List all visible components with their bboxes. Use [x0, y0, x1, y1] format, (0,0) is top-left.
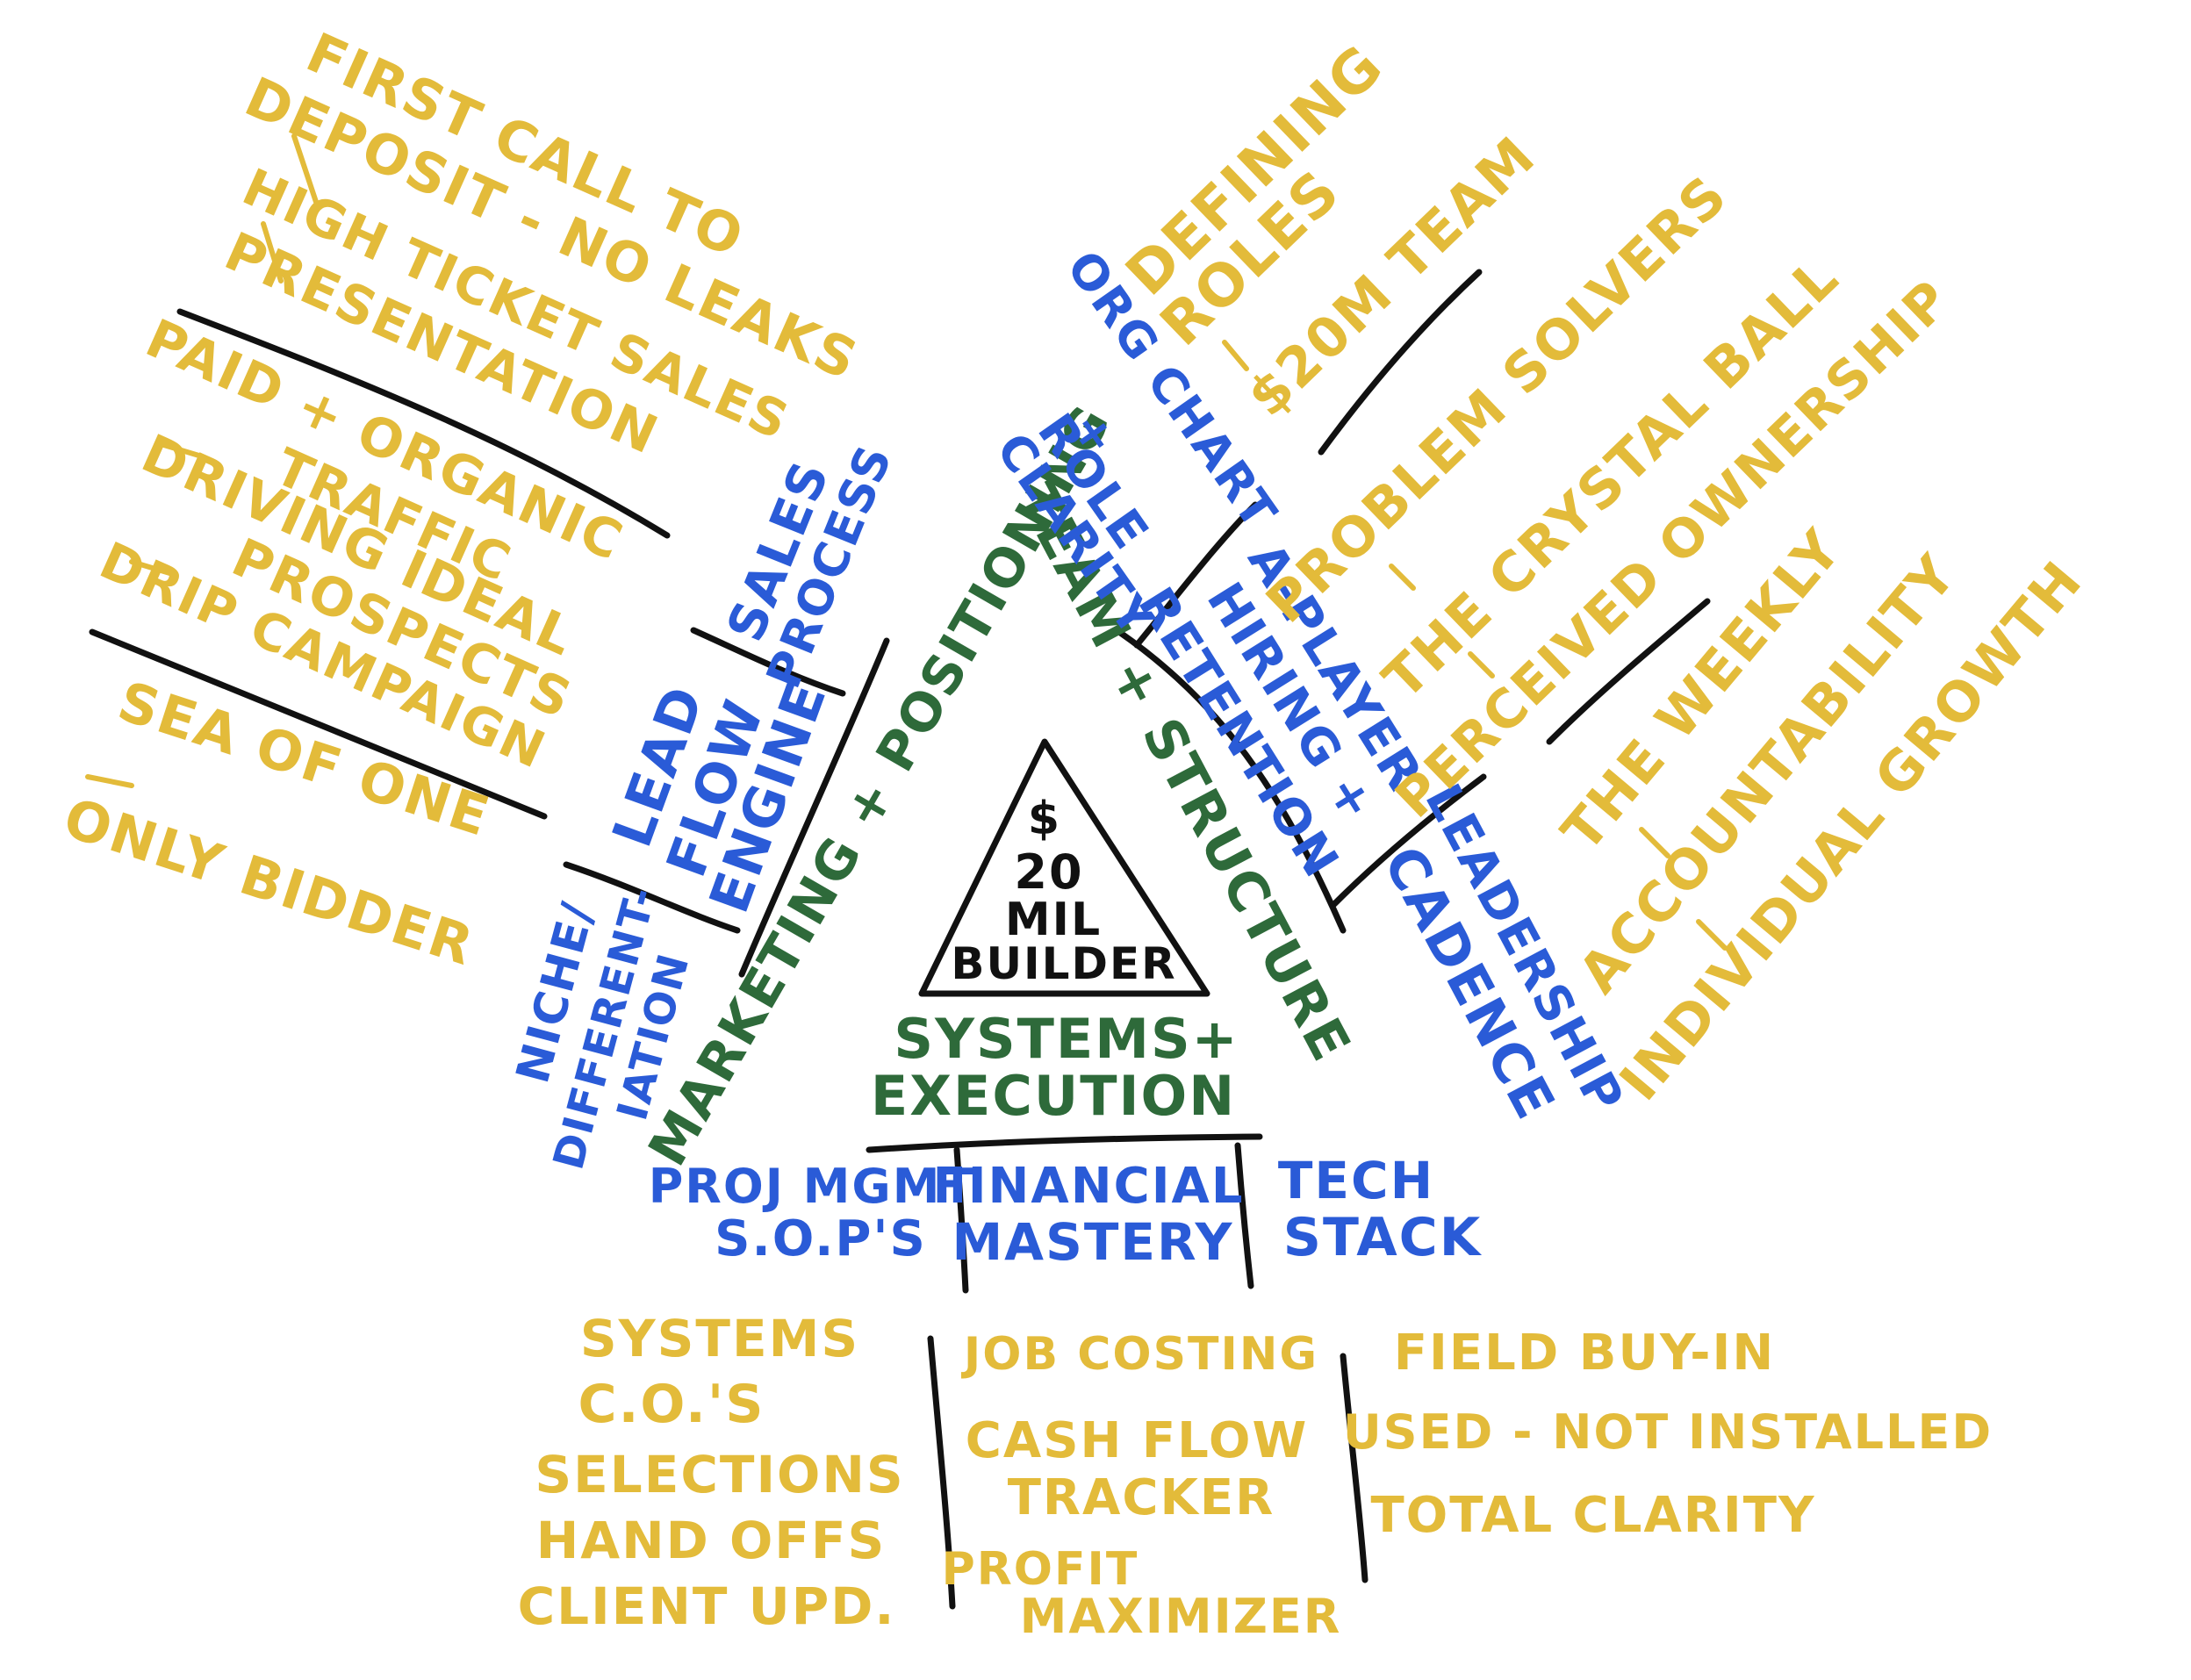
detail-tech-1: FIELD BUY-IN: [1394, 1325, 1775, 1382]
detail-financial-4: PROFIT: [942, 1543, 1139, 1596]
detail-financial-5: MAXIMIZER: [1020, 1589, 1342, 1644]
detail-financial-2: CASH FLOW: [966, 1412, 1308, 1469]
tick-aplayer-2: [1468, 651, 1495, 678]
tick-sales-2: [261, 221, 284, 284]
divider-aplayer-detail: [1546, 598, 1711, 745]
core-line-3: BUILDER: [951, 938, 1176, 989]
detail-projmgmt-4: HAND OFFS: [536, 1511, 887, 1570]
divider-lead-niche: [563, 861, 741, 934]
tick-aplayer-1: [1389, 564, 1416, 591]
divider-marketing-left: [738, 637, 890, 978]
component-proj-mgmt-2: S.O.P'S: [715, 1210, 927, 1267]
divider-systems-bar: [866, 1133, 1263, 1153]
tick-sales-1: [291, 133, 319, 205]
divider-projmgmt-financial: [953, 1146, 969, 1294]
detail-projmgmt-1: SYSTEMS: [580, 1309, 859, 1368]
detail-financial-3: TRACKER: [1008, 1469, 1275, 1526]
tick-lead-1: [155, 441, 205, 459]
divider-aplayer-leadership: [1331, 773, 1487, 908]
component-financial-1: FINANCIAL: [932, 1158, 1244, 1215]
component-tech-1: TECH: [1278, 1151, 1434, 1210]
divider-org-detail: [1318, 269, 1483, 456]
component-proj-mgmt-1: PROJ MGMT: [649, 1159, 976, 1214]
pillar-systems-line-1: SYSTEMS+: [894, 1007, 1239, 1071]
core-triangle-outline: [918, 738, 1210, 997]
tick-lead-2: [129, 559, 178, 578]
tick-org: [1222, 340, 1249, 371]
core-dollar-sign: $: [1028, 793, 1061, 845]
divider-bottom-right: [1340, 1353, 1368, 1583]
detail-projmgmt-2: C.O.'S: [578, 1374, 765, 1435]
component-financial-2: MASTERY: [952, 1212, 1233, 1272]
divider-org-aplayer: [1133, 501, 1259, 649]
core-triangle: $ 20 MIL BUILDER: [918, 738, 1210, 997]
divider-sales-detail: [176, 308, 671, 539]
core-line-2: MIL: [1005, 894, 1102, 946]
detail-projmgmt-3: SELECTIONS: [535, 1445, 904, 1504]
detail-projmgmt-5: CLIENT UPD.: [518, 1576, 896, 1636]
tick-leadership-2: [1696, 919, 1728, 951]
pillar-systems-line-2: EXECUTION: [871, 1064, 1236, 1128]
divider-lines: [89, 269, 1711, 1610]
component-tech-2: STACK: [1283, 1207, 1483, 1268]
divider-lead-detail: [89, 628, 548, 820]
divider-sales-lead: [690, 627, 846, 697]
core-line-1: 20: [1014, 844, 1083, 900]
separator-ticks: [85, 133, 1728, 951]
divider-bottom-left: [927, 1335, 956, 1610]
tick-leadership-1: [1639, 827, 1670, 858]
detail-tech-2: USED - NOT INSTALLED: [1343, 1404, 1993, 1460]
tick-niche: [85, 774, 134, 788]
detail-tech-3: TOTAL CLARITY: [1370, 1487, 1815, 1544]
divider-financial-tech: [1234, 1142, 1254, 1289]
divider-team-right: [1116, 628, 1347, 934]
detail-financial-1: JOB COSTING: [961, 1328, 1318, 1381]
